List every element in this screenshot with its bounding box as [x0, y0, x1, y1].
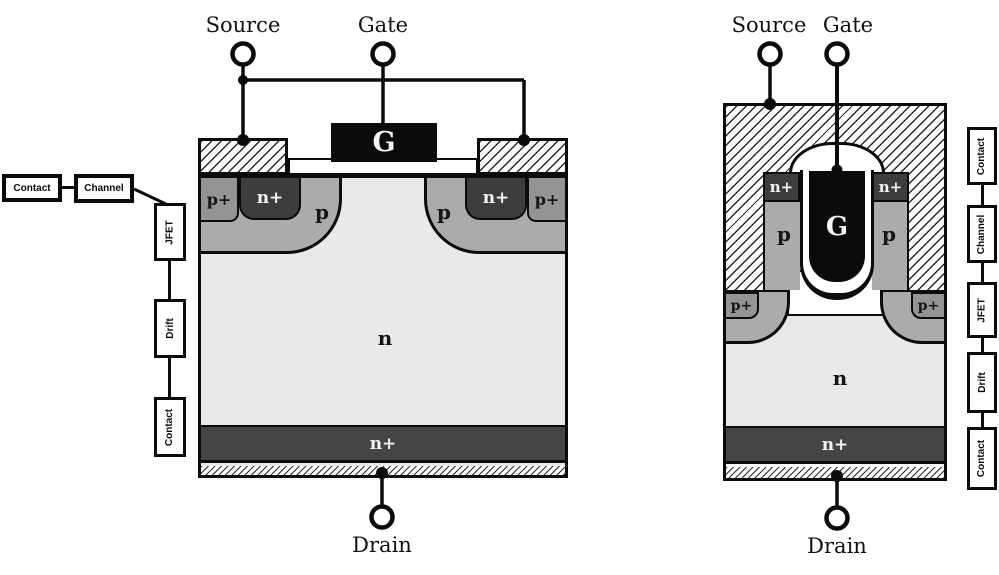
left-drain-terminal-circle [369, 504, 395, 530]
right-drain-metal [726, 467, 944, 478]
right-chain-connector-3 [981, 338, 984, 352]
left-source-metal-pad-left [198, 138, 288, 175]
right-chain-channel-label: Channel [976, 214, 988, 254]
left-n-drift-label: n [377, 326, 393, 350]
right-p-well-right [872, 202, 909, 290]
left-p-plus-right: p+ [527, 178, 565, 222]
left-gate-electrode-label: G [372, 127, 396, 158]
right-n-plus-source-right: n+ [872, 172, 909, 202]
left-chain-contact-top-label: Contact [13, 182, 51, 194]
right-p-well-left-label: p [777, 222, 791, 246]
left-p-plus-left-label: p+ [206, 189, 232, 209]
left-gate-terminal-circle [370, 41, 396, 67]
right-p-well-right-label: p [882, 222, 896, 246]
left-p-plus-left: p+ [201, 178, 239, 222]
right-source-terminal-circle [757, 41, 783, 67]
right-chain-drift-label: Drift [976, 372, 988, 393]
right-chain-contact-top-box: Contact [967, 127, 997, 185]
left-device-body: p+ n+ n+ p+ p p n n+ [198, 175, 568, 478]
right-chain-jfet-label: JFET [976, 297, 988, 323]
left-n-plus-source-left: n+ [239, 178, 301, 220]
left-n-plus-source-right-label: n+ [482, 188, 510, 208]
left-chain-connector-1 [62, 186, 74, 189]
left-n-plus-source-left-label: n+ [256, 188, 284, 208]
right-chain-jfet-box: JFET [967, 282, 997, 338]
right-n-plus-source-left: n+ [763, 172, 800, 202]
left-p-well-left-label: p [315, 200, 329, 224]
left-source-junction-dot [238, 75, 248, 85]
right-chain-contact-bottom-box: Contact [967, 427, 997, 490]
right-gate-electrode-label: G [825, 211, 849, 242]
left-chain-connector-2 [168, 261, 171, 299]
left-gate-terminal-label: Gate [357, 13, 409, 37]
right-chain-contact-bottom-label: Contact [976, 439, 988, 478]
right-n-plus-source-right-label: n+ [878, 178, 903, 196]
left-n-plus-substrate: n+ [201, 425, 565, 463]
left-chain-contact-top-box: Contact [2, 174, 62, 202]
right-chain-contact-top-label: Contact [976, 137, 988, 175]
left-chain-channel-label: Channel [84, 183, 124, 194]
left-chain-connector-3 [168, 358, 171, 397]
right-p-plus-right: p+ [911, 292, 944, 319]
right-gate-electrode: G [809, 171, 865, 282]
right-chain-connector-1 [981, 185, 984, 205]
right-drain-terminal-circle [824, 505, 850, 531]
right-p-well-left [763, 202, 800, 290]
right-chain-channel-box: Channel [967, 205, 997, 263]
right-gate-terminal-label: Gate [822, 13, 874, 37]
right-drain-terminal-label: Drain [807, 534, 867, 558]
left-chain-jfet-box: JFET [154, 203, 186, 261]
right-gate-terminal-circle [824, 41, 850, 67]
left-chain-drift-box: Drift [154, 299, 186, 358]
left-n-plus-substrate-label: n+ [369, 433, 397, 454]
left-gate-electrode: G [331, 123, 437, 162]
left-source-terminal-label: Source [205, 13, 281, 37]
right-chain-connector-2 [981, 263, 984, 282]
right-p-plus-right-label: p+ [917, 297, 940, 314]
right-device-body: n+ n+ G p+ p+ p p n n+ [723, 103, 947, 481]
right-n-drift-label: n [832, 366, 848, 390]
right-n-plus-substrate-label: n+ [821, 434, 849, 455]
left-chain-channel-box: Channel [74, 174, 134, 203]
left-p-plus-right-label: p+ [534, 189, 560, 209]
left-chain-contact-bottom-label: Contact [164, 408, 176, 446]
left-n-plus-source-right: n+ [465, 178, 527, 220]
left-drain-metal [201, 466, 565, 475]
right-n-plus-substrate: n+ [726, 426, 944, 464]
left-chain-jfet-label: JFET [164, 219, 176, 245]
right-chain-connector-4 [981, 413, 984, 427]
right-n-plus-source-left-label: n+ [769, 178, 794, 196]
right-chain-drift-box: Drift [967, 352, 997, 413]
left-source-terminal-circle [230, 41, 256, 67]
left-p-well-right-label: p [437, 200, 451, 224]
left-drain-terminal-label: Drain [352, 533, 412, 557]
left-source-metal-pad-right [477, 138, 568, 175]
right-source-terminal-label: Source [731, 13, 807, 37]
left-chain-drift-label: Drift [164, 318, 176, 339]
right-p-plus-left-label: p+ [730, 297, 753, 314]
left-chain-contact-bottom-box: Contact [154, 397, 186, 457]
right-p-plus-left: p+ [726, 292, 759, 319]
